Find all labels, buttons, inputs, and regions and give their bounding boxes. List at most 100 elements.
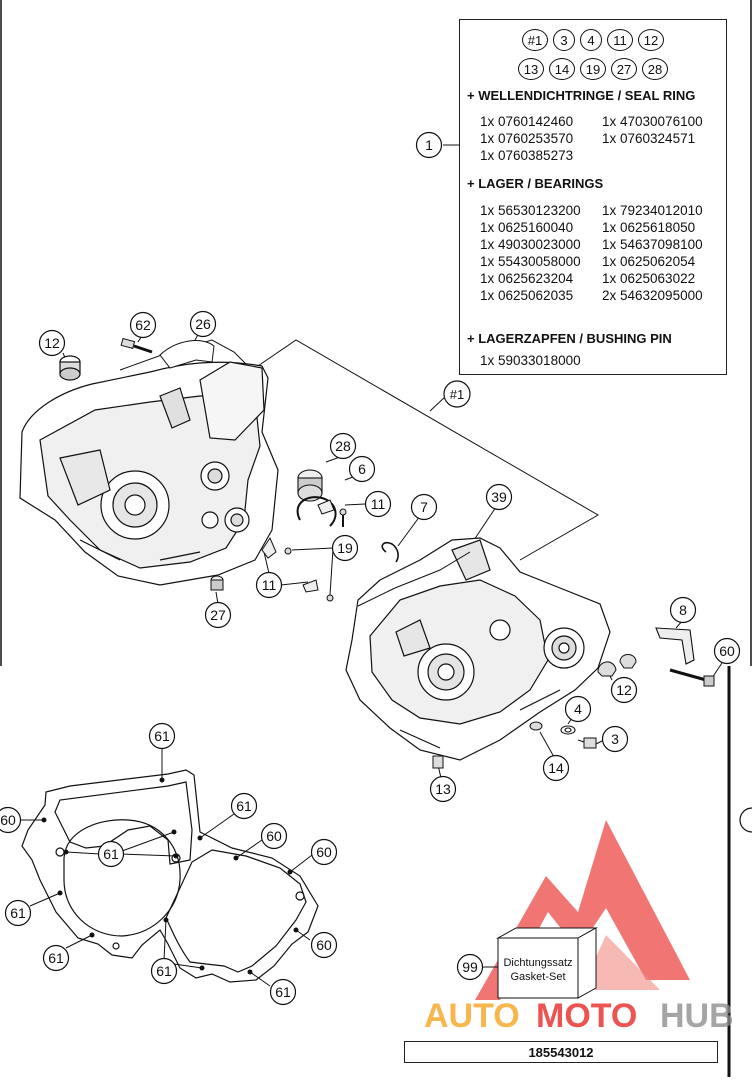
bushing-pin-list: 1x 59033018000	[480, 352, 732, 369]
tag: 12	[638, 29, 664, 51]
svg-text:60: 60	[266, 828, 282, 844]
svg-text:1: 1	[425, 137, 433, 153]
callout-12-left: 12	[38, 329, 66, 357]
svg-text:60: 60	[0, 812, 16, 828]
svg-text:3: 3	[611, 731, 619, 747]
svg-text:27: 27	[210, 607, 226, 623]
svg-text:61: 61	[10, 905, 26, 921]
svg-text:60: 60	[316, 937, 332, 953]
watermark-hub: HUB	[660, 997, 734, 1035]
section-title-bushing-pin: + LAGERZAPFEN / BUSHING PIN	[467, 331, 672, 346]
svg-text:62: 62	[135, 317, 151, 333]
part-number: 1x 0760142460	[480, 114, 574, 129]
callout-6: 6	[348, 455, 376, 483]
seal-14	[529, 721, 543, 731]
svg-text:61: 61	[236, 798, 252, 814]
callout-4: 4	[564, 695, 592, 723]
gasket-set-box	[496, 927, 598, 999]
gasket-dots	[41, 777, 299, 975]
part-number: 1x 56530123200	[480, 203, 581, 218]
washer-4	[560, 725, 576, 735]
callout-26: 26	[189, 310, 217, 338]
circlip-7	[381, 541, 399, 563]
svg-text:13: 13	[435, 781, 451, 797]
bearing-28	[297, 469, 323, 502]
part-number: 1x 0625623204	[480, 271, 574, 286]
callout-1: 1	[415, 131, 443, 159]
callout-12-right: 12	[610, 676, 638, 704]
tag: 19	[580, 58, 606, 80]
callout-3: 3	[601, 725, 629, 753]
svg-text:11: 11	[262, 577, 277, 593]
callout-7: 7	[410, 493, 438, 521]
svg-text:19: 19	[337, 540, 353, 556]
left-crankcase-half	[19, 361, 279, 586]
part-number: 1x 0760324571	[602, 131, 696, 146]
tag: #1	[522, 29, 548, 51]
svg-text:12: 12	[616, 682, 632, 698]
circlip-6	[296, 496, 337, 527]
callout-60-right: 60	[713, 637, 741, 665]
bearings-list: 1x 56530123200 1x 79234012010 1x 0625160…	[480, 202, 732, 304]
pin-13	[432, 755, 444, 769]
tag-row-1: #1 3 4 11 12	[460, 29, 726, 51]
callout-99: 99	[456, 953, 484, 981]
parts-list-box: #1 3 4 11 12 13 14 19 27 28 + WELLENDICH…	[459, 19, 727, 375]
svg-text:6: 6	[358, 461, 366, 477]
part-number: 1x 79234012010	[602, 203, 703, 218]
tag: 27	[611, 58, 637, 80]
svg-text:61: 61	[48, 950, 64, 966]
tag-row-2: 13 14 19 27 28	[460, 58, 726, 80]
svg-text:26: 26	[195, 316, 211, 332]
callout-62: 62	[129, 311, 157, 339]
callout-28: 28	[329, 432, 357, 460]
bearing-shells-12-right	[597, 654, 637, 677]
seal-ring-12-left	[59, 355, 81, 381]
svg-text:39: 39	[491, 489, 507, 505]
right-half-gasket-39	[357, 551, 471, 607]
bracket-8	[655, 627, 695, 665]
callout-11-upper: 11	[364, 490, 392, 518]
svg-text:61: 61	[154, 728, 170, 744]
svg-text:61: 61	[275, 984, 291, 1000]
watermark-auto: AUTO	[424, 997, 520, 1035]
callout-13: 13	[429, 775, 457, 803]
svg-text:11: 11	[371, 496, 386, 512]
gasket-set-label-2: Gasket-Set	[510, 971, 565, 983]
svg-text:99: 99	[462, 959, 478, 975]
callout-61-lower-left: 61	[42, 944, 70, 972]
part-number: 1x 47030076100	[602, 114, 703, 129]
callout-hash-1: #1	[443, 380, 471, 408]
callout-27: 27	[204, 601, 232, 629]
drain-plug-3	[577, 737, 597, 749]
tag: 11	[607, 29, 633, 51]
svg-text:#1: #1	[450, 387, 464, 402]
part-number: 1x 49030023000	[480, 237, 581, 252]
part-number: 1x 0625063022	[602, 271, 696, 286]
section-title-seal-ring: + WELLENDICHTRINGE / SEAL RING	[467, 88, 696, 103]
svg-text:61: 61	[156, 963, 172, 979]
bushing-27	[210, 575, 224, 591]
right-crankcase-half	[345, 537, 611, 761]
screw-62	[120, 337, 153, 354]
callout-60-far-right: 60	[310, 838, 338, 866]
part-number: 1x 0760385273	[480, 148, 574, 163]
svg-text:60: 60	[316, 844, 332, 860]
svg-text:7: 7	[420, 499, 428, 515]
svg-text:4: 4	[574, 701, 582, 717]
callout-14: 14	[542, 754, 570, 782]
partial-callout-edge	[739, 807, 752, 833]
callout-61-bottom-right: 61	[269, 978, 297, 1006]
callout-8: 8	[669, 596, 697, 624]
svg-text:14: 14	[548, 760, 564, 776]
svg-text:8: 8	[679, 602, 687, 618]
callout-61-left: 61	[4, 899, 32, 927]
tag: 3	[553, 29, 575, 51]
callout-60-left: 60	[0, 806, 22, 834]
left-half-gasket-outline	[119, 339, 247, 371]
part-number: 1x 55430058000	[480, 254, 581, 269]
callout-60-mid: 60	[260, 822, 288, 850]
callout-61-top: 61	[148, 722, 176, 750]
